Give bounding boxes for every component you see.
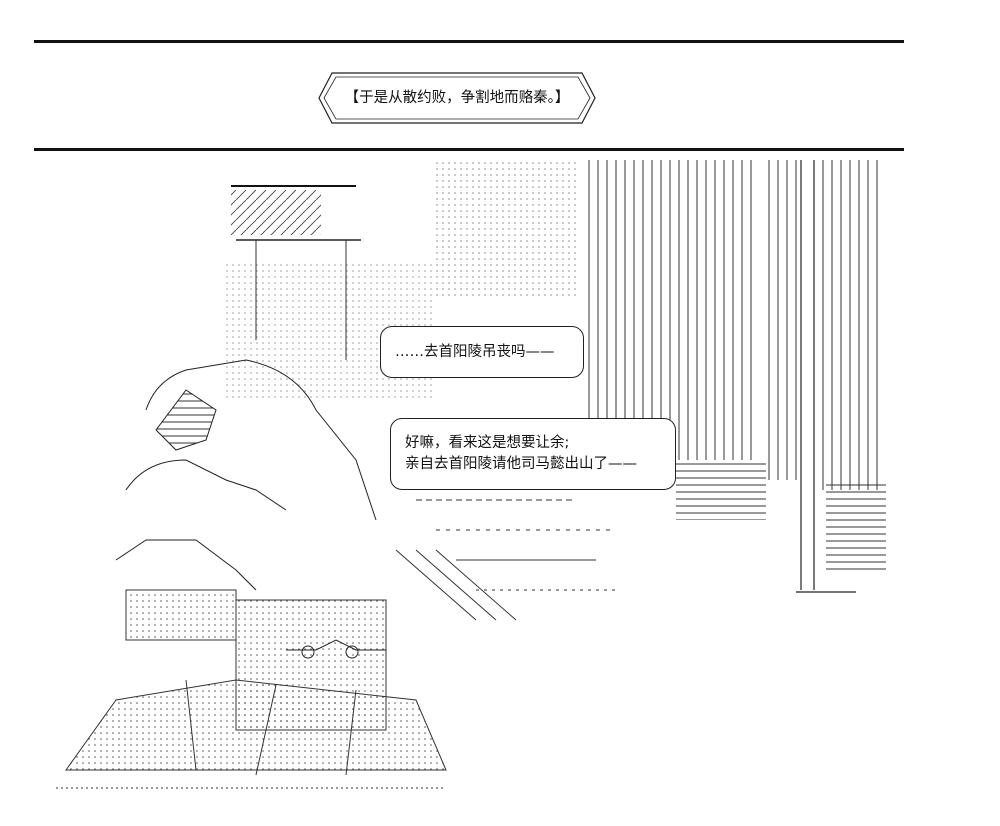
ground-lines — [395, 499, 616, 621]
seated-figure — [115, 359, 387, 731]
bubble-line: 亲自去首阳陵请他司马懿出山了—— — [405, 456, 637, 472]
caption-text: 【于是从散约败，争割地而赂秦。】 — [344, 90, 570, 106]
speech-bubble-reply: 好嘛，看来这是想要让余; 亲自去首阳陵请他司马懿出山了—— — [390, 418, 676, 490]
bubble-line: ……去首阳陵吊丧吗—— — [395, 344, 555, 360]
scene-illustration — [56, 160, 886, 789]
top-divider-rule — [34, 40, 904, 43]
caption-frame — [318, 72, 596, 124]
bubble-line: 好嘛，看来这是想要让余; — [405, 435, 570, 451]
background-columns — [436, 160, 886, 593]
ascii-art-scene: ……去首阳陵吊丧吗—— 好嘛，看来这是想要让余; 亲自去首阳陵请他司马懿出山了—… — [56, 160, 890, 800]
narration-caption: 【于是从散约败，争割地而赂秦。】 — [318, 72, 596, 124]
middle-divider-rule — [34, 148, 904, 151]
robe-hem — [56, 679, 447, 789]
speech-bubble-question: ……去首阳陵吊丧吗—— — [380, 326, 584, 378]
